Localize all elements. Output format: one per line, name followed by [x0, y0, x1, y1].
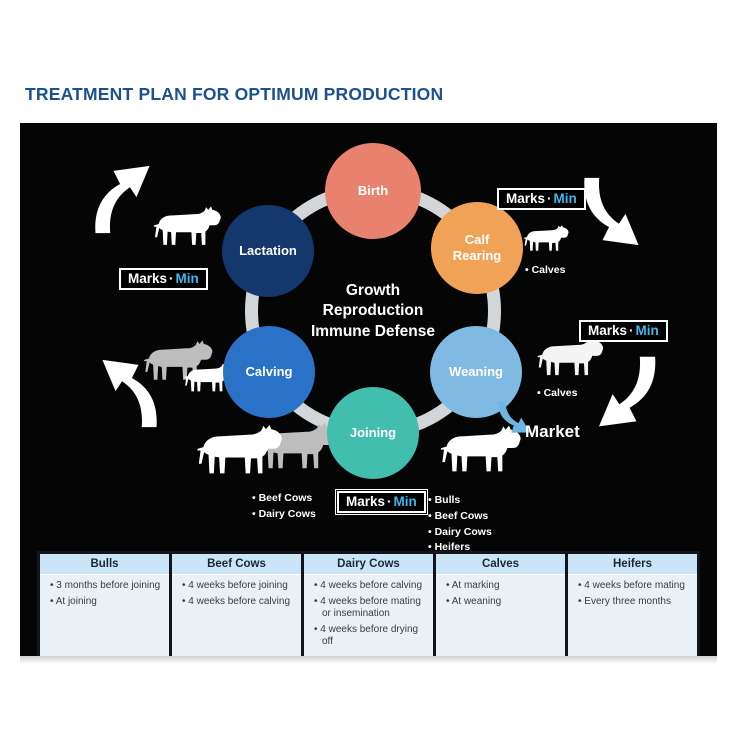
logo-separator: · [169, 271, 174, 286]
bullet-item: • Every three months [578, 595, 671, 607]
table-column-header: Beef Cows [172, 554, 301, 575]
bull-icon [190, 423, 296, 485]
bullet-item: • At weaning [446, 595, 502, 607]
logo-marks-text: Marks [588, 323, 628, 338]
market-label: Market [525, 422, 580, 441]
calves-annotation: • Calves [525, 263, 565, 279]
table-column-body: • 3 months before joining • At joining [40, 575, 169, 656]
bullet-item: • 4 weeks before drying off [314, 623, 419, 648]
cow-icon [530, 336, 616, 384]
table-column-calves: Calves • At marking • At weaning [436, 554, 565, 656]
stage-label: Weaning [449, 364, 503, 380]
bullet-item: • Beef Cows [252, 492, 313, 504]
stage-label: Calving [245, 364, 293, 380]
stage-lactation: Lactation [222, 205, 314, 297]
marksmin-logo: Marks·Min [579, 320, 668, 342]
table-column-header: Bulls [40, 554, 169, 575]
table-column-bulls: Bulls • 3 months before joining • At join… [40, 554, 169, 656]
center-line: Immune Defense [310, 322, 436, 340]
logo-separator: · [547, 191, 552, 206]
bullet-item: • Dairy Cows [428, 525, 492, 538]
calf-icon [520, 223, 576, 258]
center-line: Reproduction [322, 302, 424, 320]
bullet-item: • At marking [446, 580, 500, 591]
center-line: Growth [345, 282, 401, 299]
bullet-item: • Calves [525, 264, 566, 276]
stage-calf-rearing: Calf Rearing [431, 202, 523, 294]
lifecycle-panel: Birth Calf Rearing Weaning Joining Calvi… [20, 123, 717, 656]
logo-separator: · [387, 494, 392, 509]
joining-left-annotation: • Beef Cows • Dairy Cows [252, 491, 316, 523]
logo-marks-text: Marks [346, 494, 386, 509]
table-column-header: Calves [436, 554, 565, 575]
logo-marks-text: Marks [506, 191, 546, 206]
logo-min-text: Min [635, 323, 659, 338]
table-column-header: Dairy Cows [304, 554, 433, 575]
bullet-item: • 3 months before joining [50, 580, 161, 591]
stage-label: Calf Rearing [452, 232, 502, 263]
table-column-body: • 4 weeks before joining • 4 weeks before… [172, 575, 301, 656]
stage-label: Lactation [239, 243, 297, 259]
table-column-body: • 4 weeks before calving • 4 weeks before… [304, 575, 433, 656]
stage-joining: Joining [327, 387, 419, 479]
table-column-heifers: Heifers • 4 weeks before mating • Every t… [568, 554, 697, 656]
marksmin-logo: Marks·Min [119, 268, 208, 290]
treatment-schedule-table: Bulls • 3 months before joining • At join… [37, 551, 700, 656]
table-column-body: • At marking • At weaning [436, 575, 565, 656]
calves-annotation: • Calves [537, 386, 577, 402]
marksmin-logo: Marks·Min [497, 188, 586, 210]
table-column-beef-cows: Beef Cows • 4 weeks before joining• 4 we… [172, 554, 301, 656]
bullet-item: • 4 weeks before calving [314, 580, 423, 591]
logo-min-text: Min [553, 191, 577, 206]
stage-label: Birth [357, 183, 389, 199]
bullet-item: • Dairy Cows [252, 507, 316, 520]
stage-label: Joining [349, 425, 397, 441]
marksmin-logo: Marks·Min [337, 491, 426, 513]
bullet-item: • 4 weeks before mating or insemination [314, 595, 421, 620]
joining-right-annotation: • Bulls • Beef Cows • Dairy Cows • Heifers [428, 493, 492, 556]
logo-marks-text: Marks [128, 271, 168, 286]
bullet-item: • Bulls [428, 494, 461, 506]
bullet-item: • Heifers [428, 541, 471, 554]
table-column-dairy-cows: Dairy Cows • 4 weeks before calving• 4 w… [304, 554, 433, 656]
stage-birth: Birth [325, 143, 421, 239]
stage-calving: Calving [223, 326, 315, 418]
bullet-item: • 4 weeks before calving [182, 595, 291, 607]
bullet-item: • 4 weeks before joining [182, 580, 288, 591]
table-column-header: Heifers [568, 554, 697, 575]
table-column-body: • 4 weeks before mating • Every three mon… [568, 575, 697, 656]
bullet-item: • 4 weeks before mating [578, 580, 685, 591]
bullet-item: • Calves [537, 387, 578, 399]
logo-min-text: Min [393, 494, 417, 509]
bullet-item: • Beef Cows [428, 509, 489, 522]
panel-bottom-shadow [20, 656, 717, 664]
cow-icon [148, 205, 232, 254]
bullet-item: • At joining [50, 595, 97, 607]
cycle-center-text: Growth Reproduction Immune Defense [273, 281, 473, 342]
logo-separator: · [629, 323, 634, 338]
logo-min-text: Min [175, 271, 199, 286]
stage-weaning: Weaning [430, 326, 522, 418]
page-title: TREATMENT PLAN FOR OPTIMUM PRODUCTION [25, 84, 444, 104]
